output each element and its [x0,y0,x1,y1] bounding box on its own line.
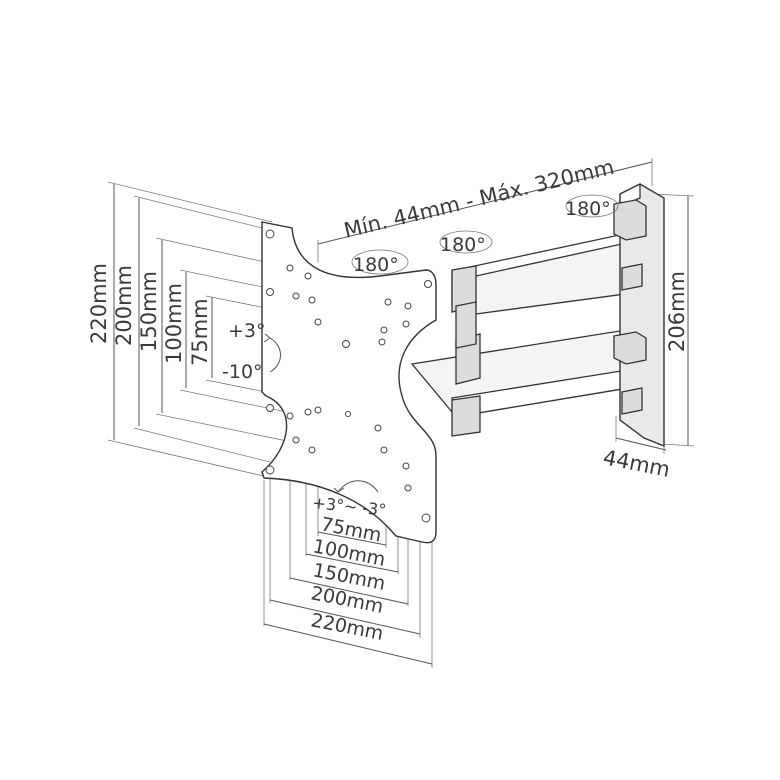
tv-mounting-plate [261,221,437,544]
vertical-220-label: 220mm [87,263,111,344]
tilt-up-label: +3° [228,320,266,342]
wall-height-label: 206mm [665,271,689,352]
rotation-label-wall: 180° [565,198,611,220]
tilt-down-label: -10° [222,361,263,383]
wall-plate [613,182,665,448]
rotation-label-mid: 180° [440,234,486,256]
rotation-label-plate: 180° [353,254,399,276]
mounting-holes [265,229,432,523]
vertical-200-label: 200mm [112,265,136,346]
wall-depth-label: 44mm [601,445,672,481]
extension-dimension [317,158,653,262]
wall-plate-dimensions [615,193,695,454]
rotation-arrows [263,194,619,493]
vertical-75-label: 75mm [188,298,212,366]
vertical-150-label: 150mm [137,271,161,352]
articulating-arms [410,233,643,437]
vertical-100-label: 100mm [162,283,186,364]
